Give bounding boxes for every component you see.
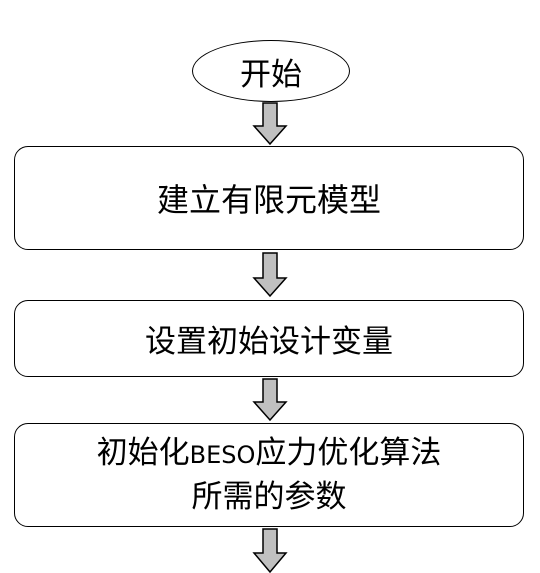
- arrow-down-icon: [252, 252, 288, 298]
- step-label: 设置初始设计变量: [145, 324, 393, 360]
- init-beso-parameters-step: 初始化BESO应力优化算法 所需的参数: [14, 423, 524, 527]
- step-label-suffix: 应力优化算法: [255, 435, 442, 471]
- start-label: 开始: [240, 56, 302, 93]
- start-node: 开始: [192, 40, 350, 102]
- step-label-line-1: 初始化BESO应力优化算法: [97, 432, 442, 476]
- arrow-down-icon: [252, 102, 288, 146]
- step-label-line-2: 所需的参数: [191, 479, 347, 515]
- step-label: 建立有限元模型: [156, 181, 381, 219]
- arrow-down-icon: [252, 378, 288, 422]
- step-label-prefix: 初始化: [96, 435, 190, 471]
- step-label-method: BESO: [189, 441, 256, 469]
- set-initial-design-variables-step: 设置初始设计变量: [14, 300, 524, 377]
- arrow-down-icon: [252, 528, 288, 573]
- build-fem-model-step: 建立有限元模型: [14, 146, 524, 250]
